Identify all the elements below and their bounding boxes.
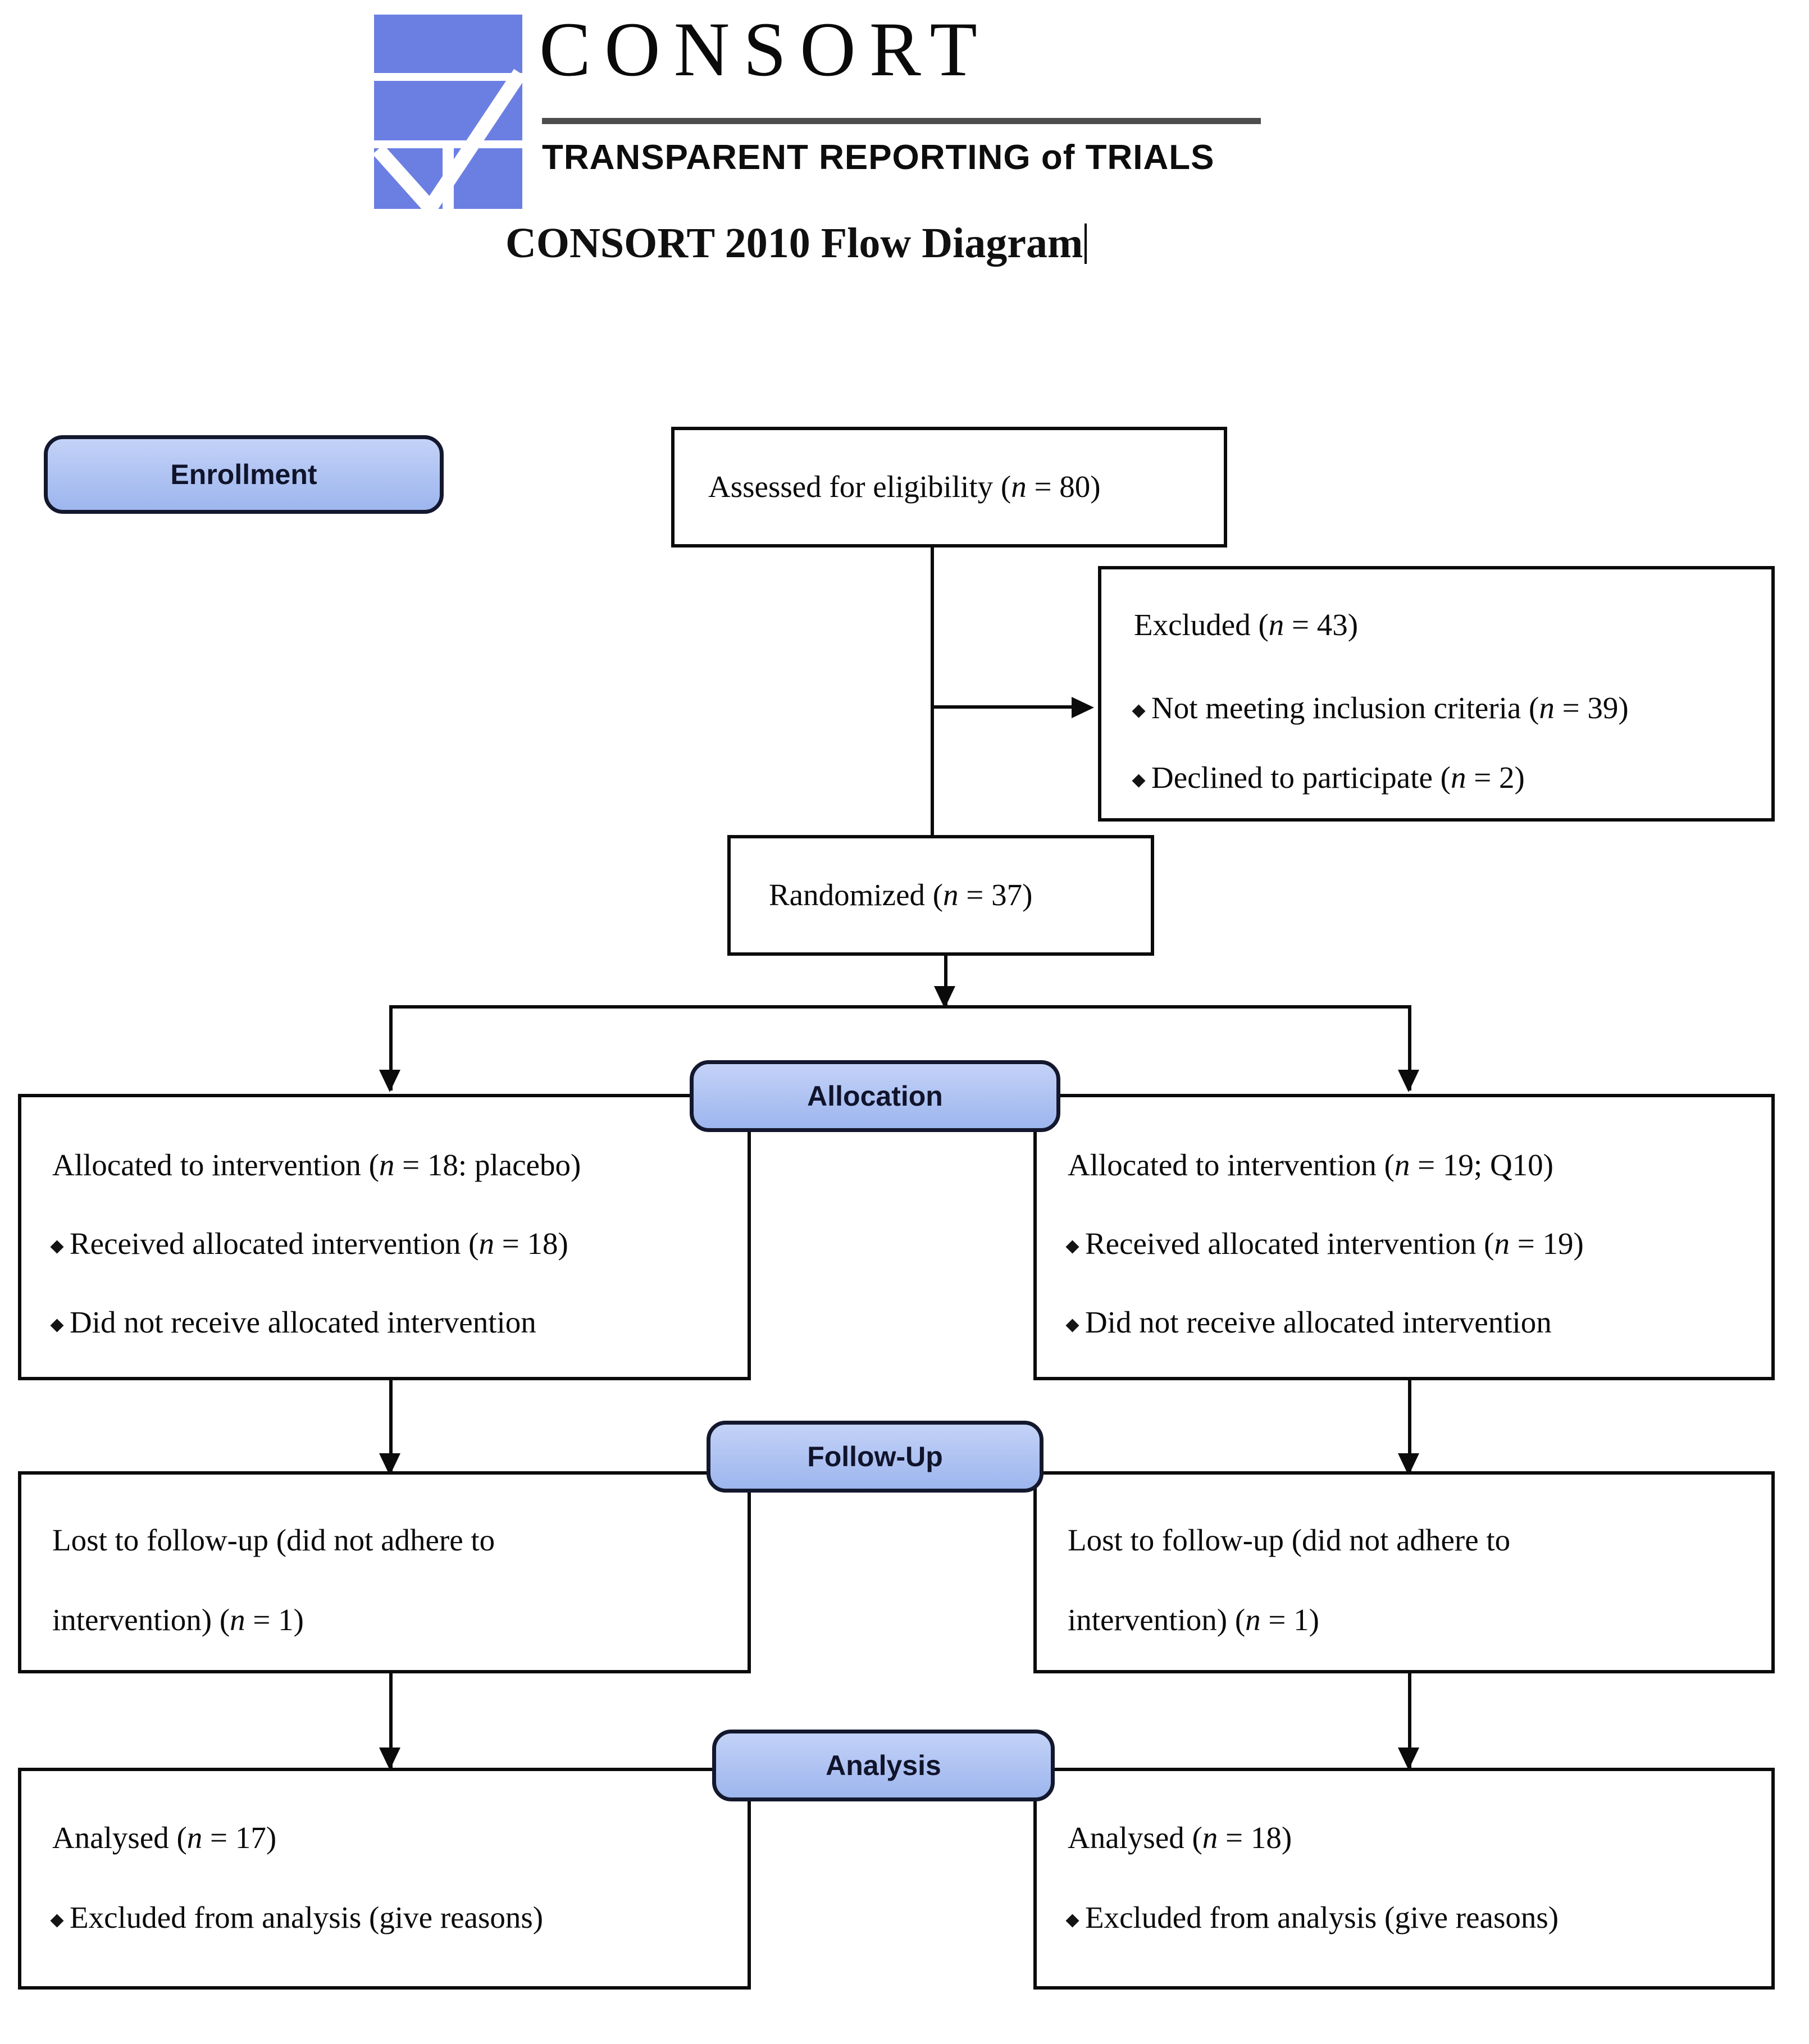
stage-label-followup: Follow-Up	[807, 1441, 943, 1472]
connector-follow-left-down	[389, 1673, 393, 1768]
arrow-to-alloc-left	[379, 1070, 400, 1092]
excluded-item-1: Declined to participate (n = 2)	[1132, 761, 1525, 793]
header: CONSORT TRANSPARENT REPORTING of TRIALS …	[0, 0, 1809, 267]
node-allocation-left: Allocated to intervention (n = 18: place…	[18, 1094, 751, 1380]
follow-right-line-1: Lost to follow-up (did not adhere to	[1068, 1523, 1511, 1557]
stage-label-analysis: Analysis	[826, 1750, 941, 1781]
bullet-icon	[1065, 1318, 1079, 1333]
stage-badge-analysis: Analysis	[712, 1730, 1055, 1801]
arrow-to-analysis-left	[379, 1748, 400, 1770]
analysis-left-title: Analysed (n = 17)	[52, 1821, 277, 1855]
alloc-left-item-1: Did not receive allocated intervention	[50, 1306, 536, 1338]
node-excluded: Excluded (n = 43) Not meeting inclusion …	[1098, 566, 1775, 822]
connector-to-excluded	[931, 705, 1076, 709]
stage-label-enrollment: Enrollment	[170, 459, 317, 490]
node-allocation-right: Allocated to intervention (n = 19; Q10) …	[1033, 1094, 1775, 1380]
analysis-right-title: Analysed (n = 18)	[1068, 1821, 1292, 1855]
stage-badge-allocation: Allocation	[690, 1060, 1060, 1132]
bullet-icon	[1065, 1914, 1079, 1928]
connector-split-horizontal	[389, 1005, 1411, 1009]
connector-alloc-left-down	[389, 1380, 393, 1473]
stage-label-allocation: Allocation	[807, 1080, 943, 1112]
arrow-to-alloc-right	[1398, 1070, 1419, 1092]
alloc-left-item-0: Received allocated intervention (n = 18)	[50, 1228, 568, 1260]
node-analysis-right: Analysed (n = 18) Excluded from analysis…	[1033, 1768, 1775, 1990]
bullet-icon	[1132, 704, 1146, 718]
brand-divider	[542, 118, 1261, 124]
bullet-icon	[50, 1914, 64, 1928]
node-followup-right: Lost to follow-up (did not adhere to int…	[1033, 1471, 1775, 1673]
brand-tagline: TRANSPARENT REPORTING of TRIALS	[542, 138, 1215, 177]
alloc-left-title: Allocated to intervention (n = 18: place…	[52, 1148, 581, 1182]
consort-logo-icon	[370, 10, 527, 218]
page-title: CONSORT 2010 Flow Diagram	[505, 219, 1087, 268]
alloc-right-item-1: Did not receive allocated intervention	[1065, 1306, 1552, 1338]
follow-left-line-1: Lost to follow-up (did not adhere to	[52, 1523, 495, 1557]
follow-left-line-2: intervention) (n = 1)	[52, 1603, 304, 1637]
checkmark-icon	[372, 69, 526, 218]
randomized-text: Randomized (n = 37)	[769, 878, 1033, 912]
connector-assessed-down	[931, 548, 934, 835]
alloc-right-item-0: Received allocated intervention (n = 19)	[1065, 1228, 1584, 1260]
page-title-text: CONSORT 2010 Flow Diagram	[505, 220, 1083, 267]
analysis-left-item-0: Excluded from analysis (give reasons)	[50, 1901, 543, 1933]
bullet-icon	[50, 1240, 64, 1254]
connector-split-left-down	[389, 1005, 393, 1091]
excluded-title: Excluded (n = 43)	[1134, 608, 1359, 642]
bullet-icon	[1065, 1240, 1079, 1254]
stage-badge-enrollment: Enrollment	[44, 435, 444, 514]
connector-randomized-down	[944, 956, 947, 1007]
analysis-right-item-0: Excluded from analysis (give reasons)	[1065, 1901, 1559, 1933]
bullet-icon	[50, 1318, 64, 1333]
stage-badge-followup: Follow-Up	[707, 1421, 1044, 1493]
node-assessed-for-eligibility: Assessed for eligibility (n = 80)	[671, 427, 1227, 548]
connector-follow-right-down	[1408, 1673, 1411, 1768]
arrow-randomized-down	[934, 986, 955, 1009]
bullet-icon	[1132, 774, 1146, 788]
arrow-to-excluded	[1072, 697, 1094, 718]
node-followup-left: Lost to follow-up (did not adhere to int…	[18, 1471, 751, 1673]
node-randomized: Randomized (n = 37)	[727, 835, 1154, 956]
connector-split-right-down	[1408, 1005, 1411, 1091]
alloc-right-title: Allocated to intervention (n = 19; Q10)	[1068, 1148, 1553, 1182]
connector-alloc-right-down	[1408, 1380, 1411, 1473]
follow-right-line-2: intervention) (n = 1)	[1068, 1603, 1319, 1637]
text-cursor	[1085, 223, 1087, 264]
brand-wordmark: CONSORT	[539, 6, 991, 92]
arrow-to-analysis-right	[1398, 1748, 1419, 1770]
assessed-text: Assessed for eligibility (n = 80)	[708, 469, 1101, 504]
node-analysis-left: Analysed (n = 17) Excluded from analysis…	[18, 1768, 751, 1990]
excluded-item-0: Not meeting inclusion criteria (n = 39)	[1132, 692, 1629, 724]
